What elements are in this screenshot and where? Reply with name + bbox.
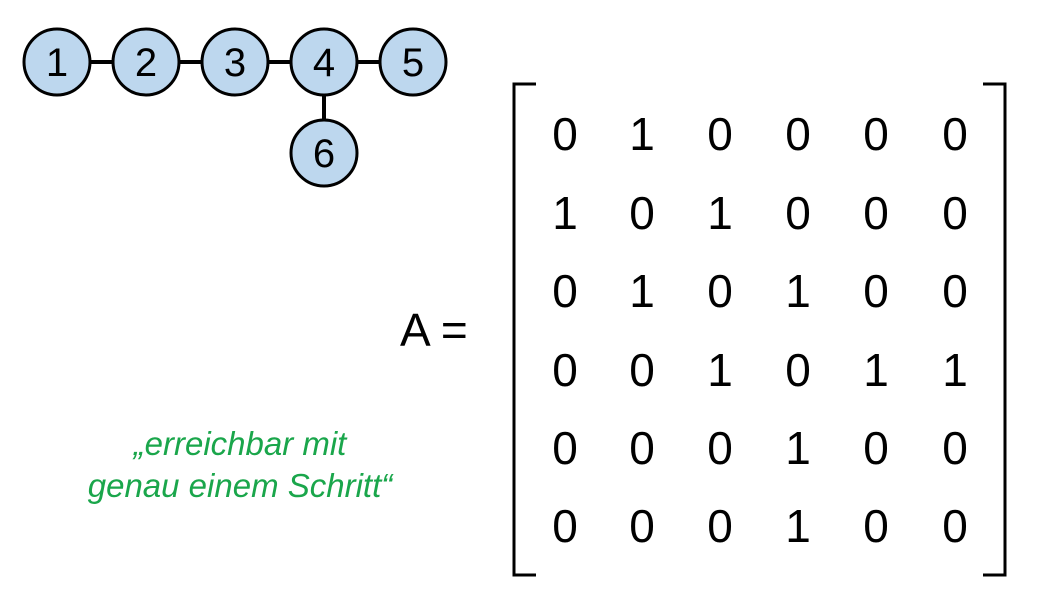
node-6-label: 6 xyxy=(313,132,335,176)
matrix-cell-r6-c2: 0 xyxy=(629,500,655,552)
matrix-cell-r2-c3: 1 xyxy=(707,187,733,239)
matrix-cell-r2-c2: 0 xyxy=(629,187,655,239)
node-3-label: 3 xyxy=(224,41,246,85)
graph-diagram: 1 2 3 4 5 6 xyxy=(22,27,448,188)
node-3-circle xyxy=(200,27,270,97)
matrix-cell-r2-c1: 1 xyxy=(552,187,578,239)
matrix-cell-r6-c5: 0 xyxy=(863,500,889,552)
annotation-line-1: „erreichbar mit xyxy=(133,425,347,462)
node-6-circle xyxy=(289,118,359,188)
matrix-cell-r6-c6: 0 xyxy=(942,500,968,552)
right-bracket xyxy=(983,82,1007,577)
matrix-cell-r4-c6: 1 xyxy=(942,344,968,396)
matrix-cell-r3-c6: 0 xyxy=(942,265,968,317)
matrix-cell-r1-c5: 0 xyxy=(863,108,889,160)
matrix-cell-r5-c2: 0 xyxy=(629,422,655,474)
left-bracket xyxy=(512,82,536,577)
matrix-cell-r6-c1: 0 xyxy=(552,500,578,552)
matrix-cell-r5-c3: 0 xyxy=(707,422,733,474)
matrix-cell-r4-c4: 0 xyxy=(785,344,811,396)
node-2-circle xyxy=(111,27,181,97)
node-4-circle xyxy=(289,27,359,97)
matrix-cell-r2-c6: 0 xyxy=(942,187,968,239)
matrix-cell-r3-c5: 0 xyxy=(863,265,889,317)
matrix-cell-r2-c4: 0 xyxy=(785,187,811,239)
matrix-cell-r1-c4: 0 xyxy=(785,108,811,160)
green-annotation: „erreichbar mit genau einem Schritt“ xyxy=(40,423,440,507)
matrix-cell-r3-c2: 1 xyxy=(629,265,655,317)
matrix-cell-r4-c2: 0 xyxy=(629,344,655,396)
matrix-cell-r4-c1: 0 xyxy=(552,344,578,396)
matrix-cell-r6-c4: 1 xyxy=(785,500,811,552)
matrix-cell-r3-c1: 0 xyxy=(552,265,578,317)
matrix-cell-r3-c3: 0 xyxy=(707,265,733,317)
annotation-line-2: genau einem Schritt“ xyxy=(87,467,393,504)
matrix-cell-r1-c6: 0 xyxy=(942,108,968,160)
matrix-cell-r5-c4: 1 xyxy=(785,422,811,474)
matrix-cell-r2-c5: 0 xyxy=(863,187,889,239)
matrix-cell-r3-c4: 1 xyxy=(785,265,811,317)
node-5-label: 5 xyxy=(402,41,424,85)
matrix-cell-r5-c1: 0 xyxy=(552,422,578,474)
matrix-cell-r4-c3: 1 xyxy=(707,344,733,396)
node-1-circle xyxy=(22,27,92,97)
graph-nodes: 1 2 3 4 5 6 xyxy=(22,27,448,188)
node-2-label: 2 xyxy=(135,41,157,85)
matrix-cell-r1-c2: 1 xyxy=(629,108,655,160)
matrix-cell-r1-c1: 0 xyxy=(552,108,578,160)
node-5-circle xyxy=(378,27,448,97)
node-4-label: 4 xyxy=(313,41,335,85)
matrix-cell-r5-c5: 0 xyxy=(863,422,889,474)
node-1-label: 1 xyxy=(46,41,68,85)
matrix-cell-r1-c3: 0 xyxy=(707,108,733,160)
matrix-label: A = xyxy=(400,304,468,356)
matrix-cell-r5-c6: 0 xyxy=(942,422,968,474)
matrix-cell-r4-c5: 1 xyxy=(863,344,889,396)
matrix-cell-r6-c3: 0 xyxy=(707,500,733,552)
